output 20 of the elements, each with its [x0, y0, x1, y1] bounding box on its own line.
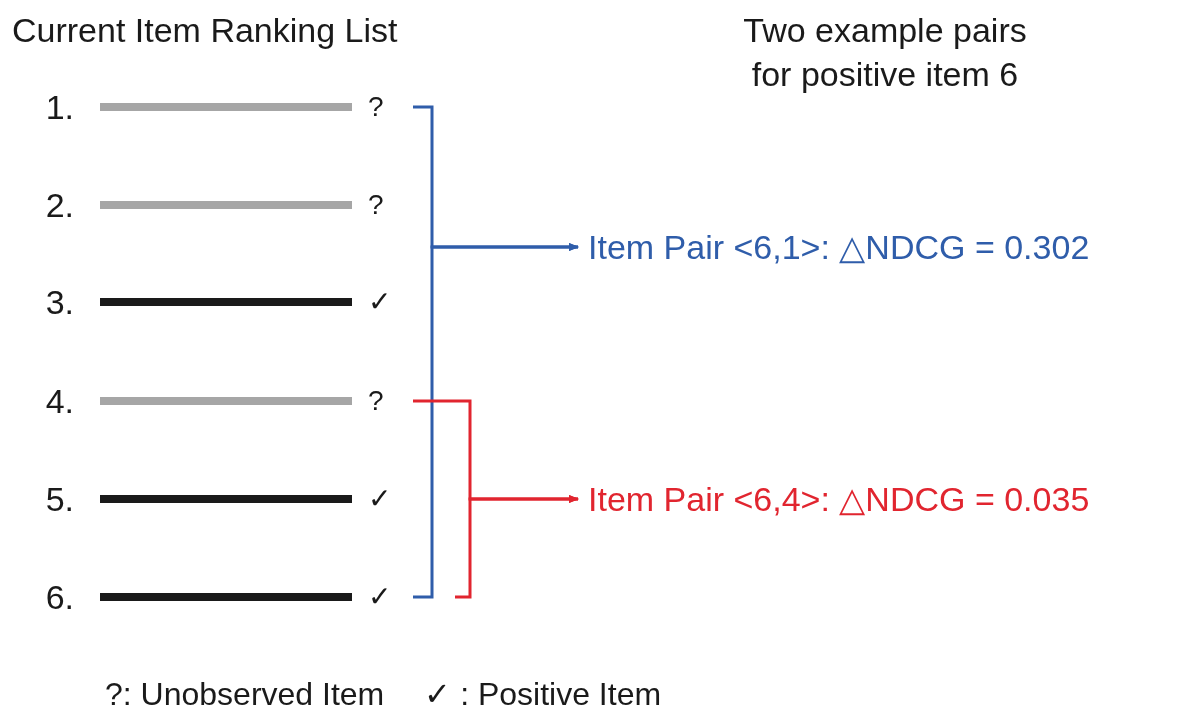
bracket-arrow: [413, 243, 579, 599]
pair-label: Item Pair <6,1>: △NDCG = 0.302: [588, 225, 1090, 269]
rank-number: 6.: [44, 577, 75, 617]
rank-number: 3.: [44, 282, 75, 322]
question-mark: ?: [368, 188, 384, 222]
rank-number: 5.: [44, 479, 75, 519]
pair-label: Item Pair <6,4>: △NDCG = 0.035: [588, 477, 1090, 521]
question-mark: ?: [368, 384, 384, 418]
legend-text: ?: Unobserved Item: [105, 675, 385, 714]
heading: Current Item Ranking List: [12, 10, 398, 51]
rank-number: 1.: [44, 87, 75, 127]
heading: Two example pairs for positive item 6: [742, 10, 1028, 95]
check-mark: ✓: [368, 482, 391, 516]
question-mark: ?: [368, 90, 384, 124]
rank-number: 4.: [44, 381, 75, 421]
rank-number: 2.: [44, 185, 75, 225]
legend-text: ✓ : Positive Item: [424, 675, 662, 714]
bracket-arrow: [455, 495, 579, 599]
check-mark: ✓: [368, 285, 391, 319]
check-mark: ✓: [368, 580, 391, 614]
